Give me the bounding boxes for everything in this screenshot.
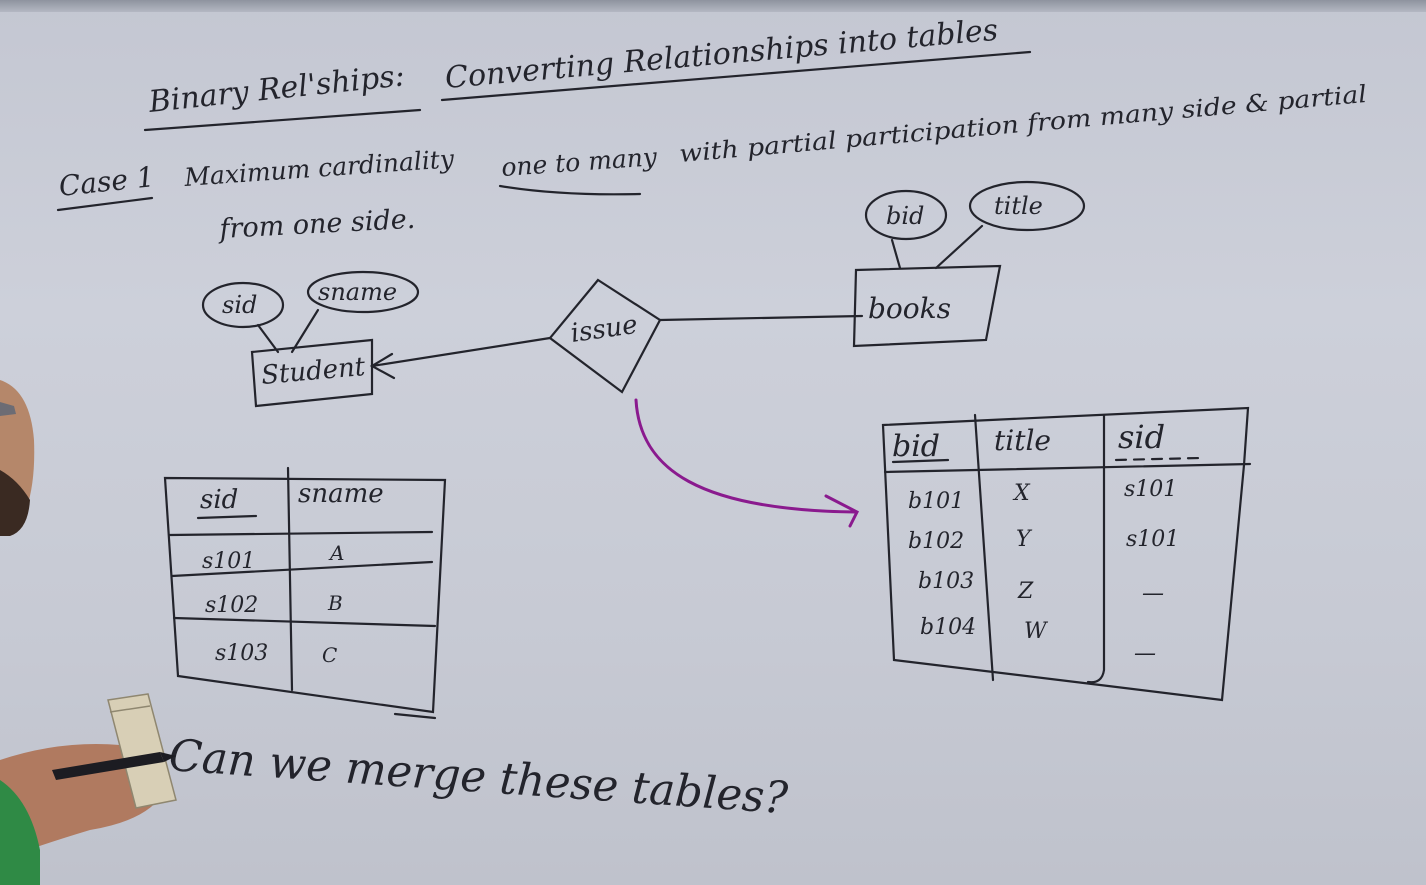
books-cell-r0-c1: X: [1012, 481, 1031, 506]
whiteboard-frame: [0, 0, 1426, 12]
books-cell-r2-c0: b103: [918, 569, 974, 594]
purple-arrow: [634, 398, 860, 528]
one-to-many-underline: [498, 184, 642, 196]
presenter-arm: [0, 744, 165, 885]
student-cell-r0-c1: A: [328, 541, 344, 565]
entity-books: books: [868, 292, 951, 325]
books-cell-r0-c0: b101: [908, 489, 964, 514]
books-table-border: [881, 406, 1250, 702]
books-cell-r3-c1: W: [1024, 619, 1049, 644]
books-header-title: title: [994, 424, 1051, 457]
books-cell-r3-c2: —: [1134, 641, 1156, 666]
student-cell-r2-c1: C: [322, 643, 337, 667]
attr-title: title: [994, 192, 1043, 220]
arrowhead-student: [369, 352, 396, 380]
attr-bid: bid: [886, 202, 924, 230]
attr-sname: sname: [318, 278, 397, 306]
student-header-sid: sid: [200, 485, 238, 515]
heading-left-underline: [143, 108, 422, 132]
books-cell-r2-c1: Z: [1017, 579, 1034, 604]
board-eraser: [107, 693, 177, 809]
student-cell-r2-c0: s103: [215, 641, 268, 666]
student-header-sname: sname: [298, 479, 384, 509]
books-cell-r1-c0: b102: [908, 529, 964, 554]
student-cell-r0-c0: s101: [202, 549, 255, 574]
relationship-line-left: [370, 336, 552, 368]
case-label-underline: [56, 196, 154, 212]
books-cell-r1-c2: s101: [1126, 527, 1179, 552]
books-cell-r3-c0: b104: [920, 615, 976, 640]
books-cell-r2-c2: —: [1142, 581, 1164, 606]
attr-ellipse-bid: [864, 189, 948, 241]
attr-ellipse-sname: [306, 270, 420, 314]
books-header-sid: sid: [1118, 418, 1165, 456]
attr-ellipse-title: [968, 180, 1086, 232]
presenter-head: [0, 380, 35, 536]
heading-right-underline: [440, 50, 1032, 102]
entity-box-student: [250, 338, 374, 408]
relationship-line-right: [658, 314, 864, 322]
books-cell-r0-c2: s101: [1124, 477, 1177, 502]
student-cell-r1-c0: s102: [205, 593, 258, 618]
books-header-bid: bid: [892, 429, 940, 464]
relationship-diamond-issue: [548, 278, 662, 394]
attr-sid-left: sid: [222, 291, 257, 319]
entity-box-books: [852, 264, 1002, 348]
attr-ellipse-sid: [201, 281, 285, 329]
student-cell-r1-c1: B: [327, 591, 343, 615]
marker-pen: [52, 752, 176, 780]
books-cell-r1-c1: Y: [1016, 527, 1033, 552]
student-table-border: [163, 476, 447, 714]
